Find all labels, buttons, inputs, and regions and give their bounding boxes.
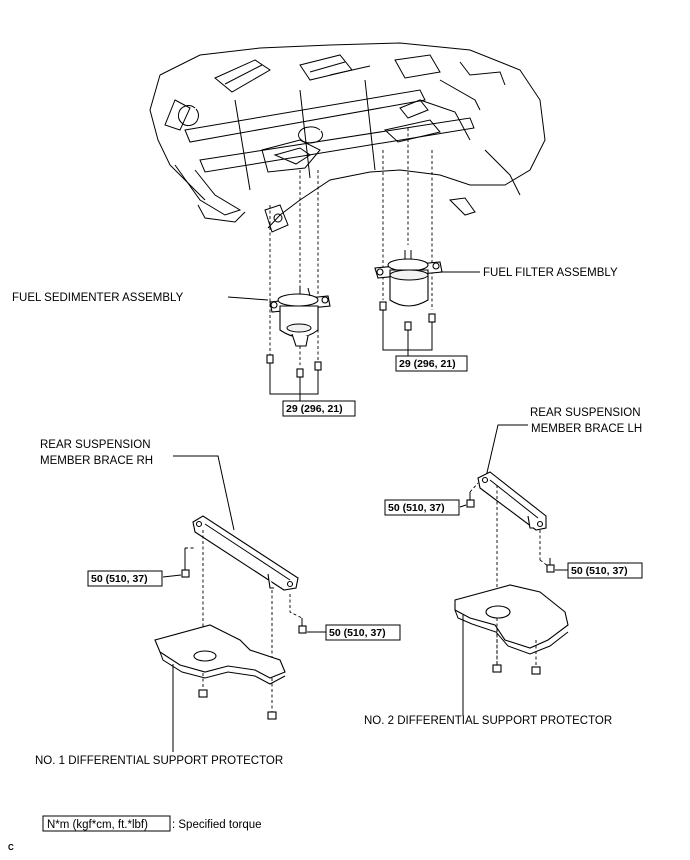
fuel-sedimenter-assembly — [269, 286, 331, 347]
legend-torque-unit: N*m (kgf*cm, ft.*lbf) — [47, 819, 148, 831]
torque-box-filter — [395, 355, 468, 372]
brace-lh-bolts — [466, 492, 555, 573]
brace-lh-upper-leader — [459, 504, 467, 508]
fuel-filter-label: FUEL FILTER ASSEMBLY — [483, 267, 618, 279]
torque-brace-rh-left-text: 50 (510, 37) — [91, 573, 148, 585]
torque-box-sedimenter — [282, 400, 356, 417]
torque-filter-text: 29 (296, 21) — [399, 358, 456, 370]
rear-suspension-member-brace-rh — [192, 515, 299, 591]
legend-torque-description: : Specified torque — [172, 819, 262, 831]
no2-protector-label: NO. 2 DIFFERENTIAL SUPPORT PROTECTOR — [364, 715, 612, 727]
corner-code: C — [8, 843, 14, 852]
torque-brace-rh-right-text: 50 (510, 37) — [329, 627, 386, 639]
brace-rh-dash-d — [289, 594, 303, 619]
no2-differential-support-protector — [454, 584, 569, 675]
fuel-sedimenter-bolts — [266, 354, 322, 386]
fuel-sedimenter-label: FUEL SEDIMENTER ASSEMBLY — [12, 292, 184, 304]
rear-suspension-member-brace-lh — [477, 471, 547, 531]
torque-box-brace-rh-right — [325, 624, 401, 641]
fuel-sedimenter-leader — [227, 296, 269, 301]
no1-differential-support-protector — [154, 624, 286, 720]
fuel-filter-assembly — [374, 250, 443, 307]
vehicle-underbody-drawing — [149, 42, 546, 233]
no1-protector-label: NO. 1 DIFFERENTIAL SUPPORT PROTECTOR — [35, 755, 283, 767]
brace-lh-label-line1: REAR SUSPENSION — [530, 407, 641, 419]
brace-rh-leader — [173, 455, 235, 531]
brace-rh-label-line1: REAR SUSPENSION — [40, 439, 151, 451]
torque-box-brace-rh-left — [87, 570, 163, 587]
torque-sedimenter-text: 29 (296, 21) — [286, 403, 343, 415]
torque-box-brace-lh-upper — [384, 499, 460, 516]
torque-box-brace-lh-lower — [567, 562, 643, 579]
legend-torque-box — [42, 815, 171, 832]
sedimenter-bolt-bracket — [269, 372, 319, 395]
brace-rh-bolts — [181, 548, 307, 634]
brace-rh-left-leader — [162, 574, 182, 578]
brace-rh-label-line2: MEMBER BRACE RH — [40, 455, 153, 467]
torque-brace-lh-lower-text: 50 (510, 37) — [571, 565, 628, 577]
brace-lh-label-line2: MEMBER BRACE LH — [531, 423, 642, 435]
brace-lh-leader — [485, 424, 528, 478]
brace-lh-dash-a — [469, 482, 479, 493]
fuel-filter-bolts — [379, 301, 436, 340]
torque-brace-lh-upper-text: 50 (510, 37) — [388, 502, 445, 514]
